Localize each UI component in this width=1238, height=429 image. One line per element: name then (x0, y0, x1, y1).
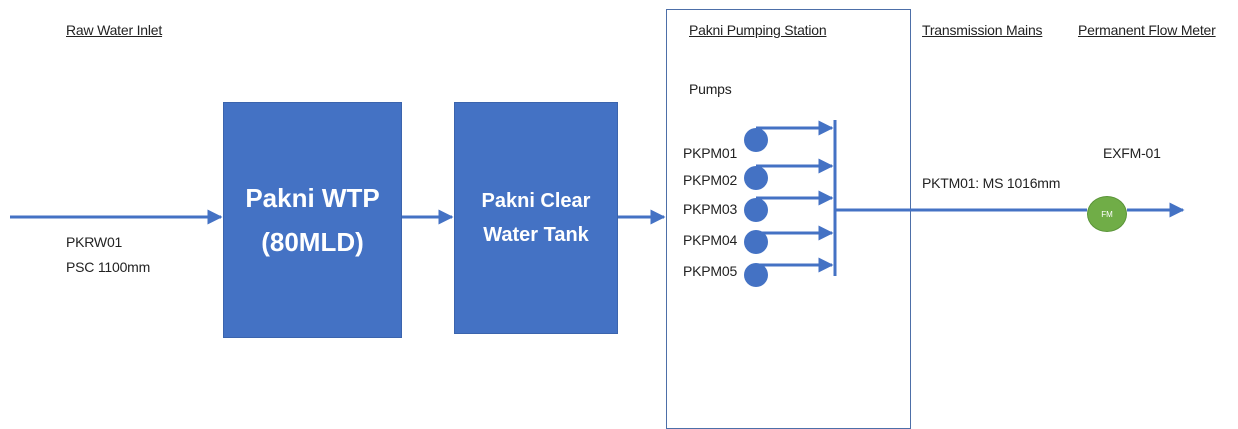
pump-symbols (744, 120, 834, 287)
wtp-box: Pakni WTP (80MLD) (223, 102, 402, 338)
wtp-capacity: (80MLD) (261, 227, 364, 257)
header-pumping-station: Pakni Pumping Station (689, 22, 827, 38)
wtp-title: Pakni WTP (245, 183, 380, 213)
transmission-label: PKTM01: MS 1016mm (922, 175, 1061, 191)
pump-symbol (744, 225, 834, 254)
clear-water-tank-box: Pakni Clear Water Tank (454, 102, 618, 334)
inlet-id: PKRW01 (66, 234, 123, 250)
inlet-pipe: PSC 1100mm (66, 259, 151, 275)
pump-symbol (744, 158, 834, 190)
header-flow-meter: Permanent Flow Meter (1078, 22, 1216, 38)
pump-label: PKPM01 (683, 145, 738, 161)
pump-label: PKPM04 (683, 232, 738, 248)
flow-meter-symbol-text: FM (1101, 209, 1113, 219)
flow-meter-id: EXFM-01 (1103, 145, 1161, 161)
pump-symbol (744, 257, 834, 287)
header-transmission-mains: Transmission Mains (922, 22, 1043, 38)
pump-label: PKPM02 (683, 172, 738, 188)
pump-symbol (744, 120, 834, 152)
header-raw-water-inlet: Raw Water Inlet (66, 22, 163, 38)
pumps-label: Pumps (689, 81, 732, 97)
tank-title-line2: Water Tank (483, 224, 589, 246)
pump-symbol (744, 190, 834, 222)
pump-label: PKPM05 (683, 263, 738, 279)
pump-label: PKPM03 (683, 201, 738, 217)
flow-meter-symbol: FM (1087, 196, 1127, 232)
tank-title-line1: Pakni Clear (481, 190, 591, 212)
